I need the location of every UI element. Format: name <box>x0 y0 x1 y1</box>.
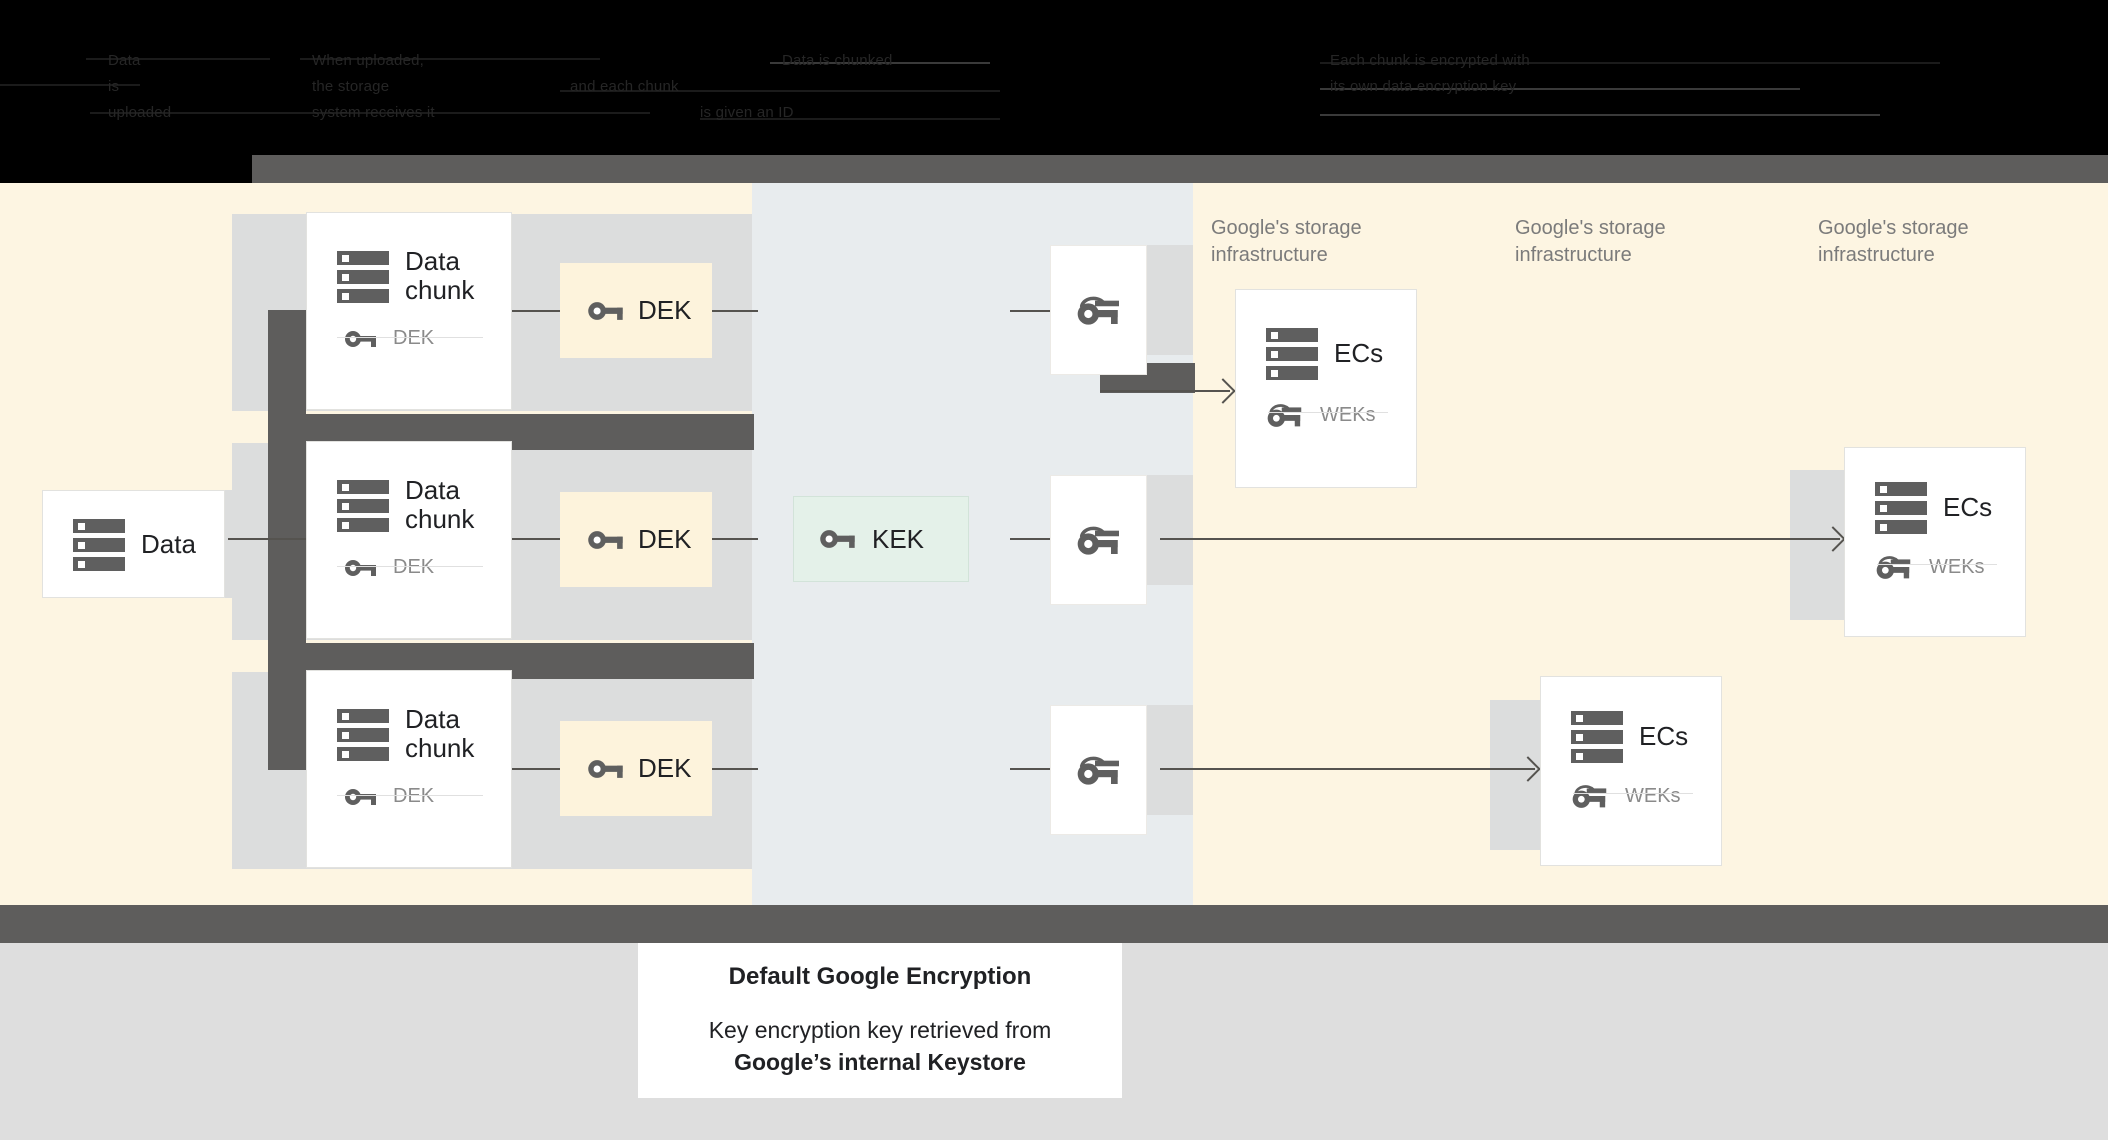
dek-label: DEK <box>638 753 692 783</box>
obscured-text: Each chunk is encrypted with <box>1330 52 1530 69</box>
obscured-text: Data <box>108 52 141 69</box>
infra-label-3: Google's storage infrastructure <box>1818 217 1969 266</box>
arrow-wk2-to-ec2 <box>1160 538 1840 540</box>
connector-to-wk1 <box>1010 310 1050 312</box>
card-divider <box>337 337 483 338</box>
connector-to-wk2 <box>1010 538 1050 540</box>
chunk-title: Data chunk <box>405 246 475 306</box>
connector-chunk2-dek <box>512 538 560 540</box>
chunk-title: Data chunk <box>405 475 475 535</box>
ec-weks-label: WEKs <box>1929 555 1985 578</box>
card-divider <box>337 566 483 567</box>
obscured-top-bar: Data When uploaded, Data is chunked Each ch… <box>0 0 2108 155</box>
wrapped-key-box-2[interactable] <box>1050 475 1147 605</box>
infra-label-1: Google's storage infrastructure <box>1211 217 1362 266</box>
arrow-wk3-to-ec3 <box>1160 768 1535 770</box>
obscured-text: system receives it <box>312 104 435 121</box>
card-divider <box>1573 793 1693 794</box>
obscured-text: uploaded <box>108 104 172 121</box>
obscured-text: is given an ID <box>700 104 794 121</box>
card-divider <box>337 795 483 796</box>
server-icon <box>73 519 125 571</box>
connector-dek2-out <box>712 538 758 540</box>
connector-chunk3-dek <box>512 768 560 770</box>
data-card[interactable]: Data <box>42 490 225 598</box>
wrapped-key-box-1[interactable] <box>1050 245 1147 375</box>
top-grey-divider <box>0 155 2108 183</box>
infra-label-2: Google's storage infrastructure <box>1515 217 1666 266</box>
ec-card-2[interactable]: ECs WEKs <box>1844 447 2026 637</box>
data-card-label: Data <box>141 529 196 560</box>
connector-chunk1-dek <box>512 310 560 312</box>
obscured-text: When uploaded, <box>312 52 425 69</box>
dek-box-3[interactable]: DEK <box>560 721 712 816</box>
wrapped-key-icon <box>1077 756 1119 785</box>
caption-title: Default Google Encryption <box>728 962 1032 990</box>
ec-title: ECs <box>1943 492 1993 523</box>
key-icon <box>345 330 376 347</box>
caption-body: Key encryption key retrieved from Google… <box>709 1015 1052 1078</box>
connector-data-to-chunk <box>228 538 308 540</box>
obscured-text: is <box>108 78 120 95</box>
ec-card-1[interactable]: ECs WEKs <box>1235 289 1417 488</box>
connector-to-wk3 <box>1010 768 1050 770</box>
arrow-wk1-to-ec1 <box>1100 390 1230 392</box>
data-chunk-card-1[interactable]: Data chunk DEK <box>306 212 512 410</box>
wrapped-key-icon <box>1077 296 1119 325</box>
ec-card-3[interactable]: ECs WEKs <box>1540 676 1722 866</box>
dek-box-1[interactable]: DEK <box>560 263 712 358</box>
ec-title: ECs <box>1639 721 1689 752</box>
wrapped-key-icon <box>1077 526 1119 555</box>
caption-body-bold: Google’s internal Keystore <box>734 1048 1026 1075</box>
wrapped-key-icon <box>1267 404 1302 427</box>
ec-weks-label: WEKs <box>1625 784 1681 807</box>
key-icon <box>588 759 623 778</box>
caption-body-prefix: Key encryption key retrieved from <box>708 1016 1052 1043</box>
chunk-dek-label: DEK <box>393 556 435 579</box>
dek-label: DEK <box>638 295 692 325</box>
connector-dek1-out <box>712 310 758 312</box>
wrapped-key-box-3[interactable] <box>1050 705 1147 835</box>
key-icon <box>820 530 855 548</box>
chunk-dek-label: DEK <box>393 327 435 350</box>
server-icon <box>1266 328 1318 380</box>
kek-box[interactable]: KEK <box>793 496 969 582</box>
server-icon <box>1571 711 1623 763</box>
data-chunk-card-3[interactable]: Data chunk DEK <box>306 670 512 868</box>
obscured-text: and each chunk <box>570 78 679 95</box>
obscured-text: Data is chunked <box>782 52 893 69</box>
dek-label: DEK <box>638 524 692 554</box>
obscured-text: the storage <box>312 78 390 95</box>
card-divider <box>1268 412 1388 413</box>
caption-box: Default Google Encryption Key encryption… <box>638 943 1122 1098</box>
card-divider <box>1877 564 1997 565</box>
chunk-dek-label: DEK <box>393 785 435 808</box>
server-icon <box>337 480 389 532</box>
server-icon <box>337 251 389 303</box>
overlay-vertical-bar <box>268 310 306 770</box>
key-icon <box>588 530 623 549</box>
key-icon <box>345 559 376 576</box>
chunk-title: Data chunk <box>405 704 475 764</box>
connector-dek3-out <box>712 768 758 770</box>
kek-label: KEK <box>872 523 925 554</box>
dek-box-2[interactable]: DEK <box>560 492 712 587</box>
bottom-grey-bar <box>0 905 2108 943</box>
wrapped-key-icon <box>1572 785 1607 808</box>
key-icon <box>345 788 376 805</box>
server-icon <box>337 709 389 761</box>
server-icon <box>1875 482 1927 534</box>
ec-card-backdrop-2 <box>1790 470 1850 620</box>
obscured-text: its own data encryption key <box>1330 78 1517 95</box>
key-icon <box>588 301 623 320</box>
ec-weks-label: WEKs <box>1320 403 1376 426</box>
top-black-notch <box>0 143 252 183</box>
wrapped-key-icon <box>1876 556 1911 579</box>
ec-title: ECs <box>1334 338 1384 369</box>
data-chunk-card-2[interactable]: Data chunk DEK <box>306 441 512 639</box>
